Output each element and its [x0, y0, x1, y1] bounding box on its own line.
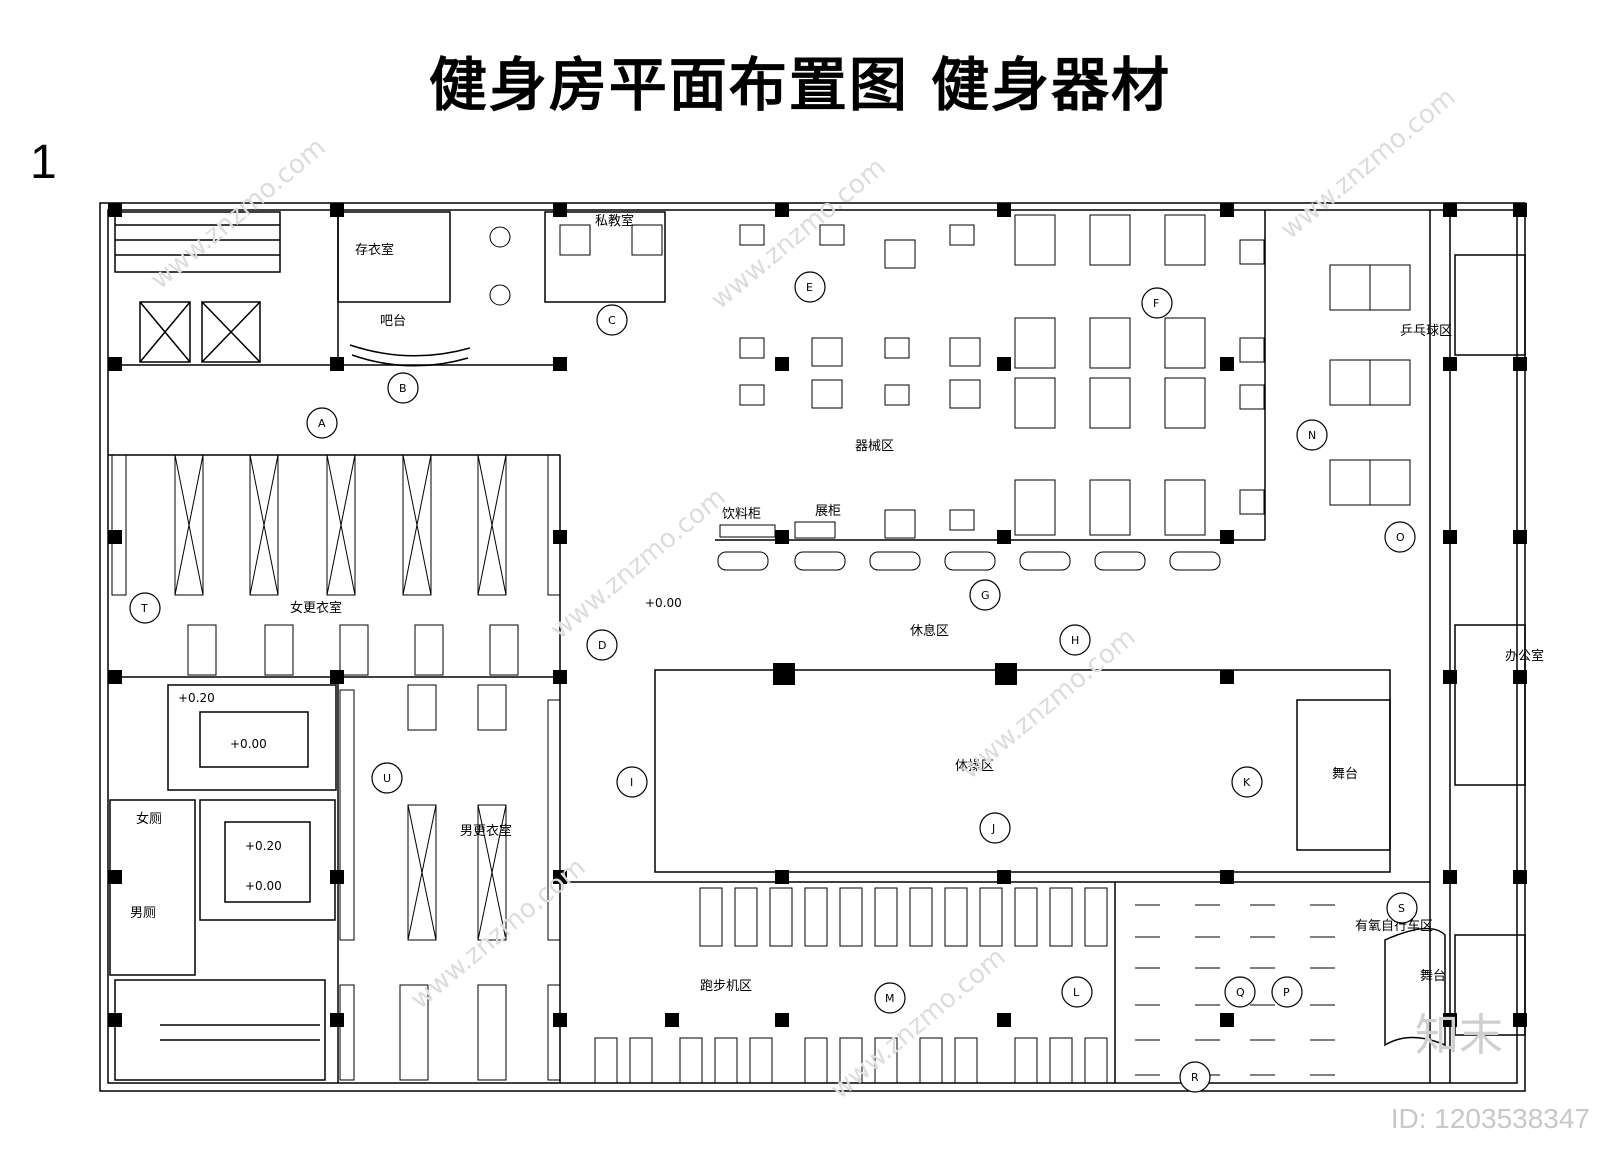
svg-text:U: U [383, 772, 391, 785]
level-mark: +0.00 [245, 879, 282, 893]
label-men-toilet: 男厕 [130, 906, 156, 921]
watermark-brand: 知末 [1415, 1010, 1503, 1061]
marker-K: K [1231, 766, 1263, 798]
page-title: 健身房平面布置图 健身器材 [428, 51, 1172, 119]
level-mark: +0.00 [645, 596, 682, 610]
marker-A: A [306, 407, 338, 439]
marker-D: D [586, 629, 618, 661]
label-women-locker: 女更衣室 [290, 600, 342, 616]
marker-M: M [874, 982, 906, 1014]
svg-text:M: M [885, 992, 895, 1005]
svg-text:E: E [806, 281, 813, 294]
marker-I: I [616, 766, 648, 798]
svg-text:G: G [981, 589, 990, 602]
marker-H: H [1059, 624, 1091, 656]
marker-N: N [1296, 419, 1328, 451]
label-cycling-zone: 有氧自行车区 [1355, 918, 1433, 934]
level-mark: +0.20 [178, 691, 215, 705]
marker-Q: Q [1224, 976, 1256, 1008]
view-markers: A B C D E F G H I J K L M N O P Q R S T … [129, 271, 1418, 1093]
marker-C: C [596, 304, 628, 336]
svg-text:A: A [318, 417, 326, 430]
label-treadmill-zone: 跑步机区 [700, 979, 752, 994]
marker-S: S [1386, 892, 1418, 924]
label-stage: 舞台 [1332, 767, 1358, 782]
svg-text:www.znzmo.com: www.znzmo.com [405, 852, 591, 1015]
svg-text:K: K [1243, 776, 1251, 789]
marker-P: P [1271, 976, 1303, 1008]
marker-O: O [1384, 521, 1416, 553]
locker-rows [111, 454, 561, 1081]
watermark-text: www.znzmo.com www.znzmo.com www.znzmo.co… [145, 82, 1461, 1105]
label-equipment-zone: 器械区 [855, 439, 894, 454]
marker-F: F [1141, 287, 1173, 319]
label-men-locker: 男更衣室 [460, 823, 512, 839]
building-outline [99, 202, 1526, 1092]
svg-text:R: R [1191, 1071, 1199, 1084]
marker-U: U [371, 762, 403, 794]
level-mark: +0.20 [245, 839, 282, 853]
marker-R: R [1179, 1061, 1211, 1093]
marker-J: J [979, 812, 1011, 844]
svg-text:www.znzmo.com: www.znzmo.com [145, 132, 331, 295]
label-aerobics: 体操区 [955, 758, 994, 774]
marker-G: G [969, 579, 1001, 611]
svg-text:D: D [598, 639, 606, 652]
svg-text:H: H [1071, 634, 1079, 647]
label-office: 办公室 [1505, 648, 1544, 664]
label-beverage-cabinet: 饮料柜 [722, 507, 761, 522]
marker-L: L [1061, 976, 1093, 1008]
svg-text:Q: Q [1236, 986, 1245, 999]
svg-text:T: T [140, 602, 148, 615]
label-rest-zone: 休息区 [910, 623, 949, 639]
svg-text:www.znzmo.com: www.znzmo.com [955, 622, 1141, 785]
svg-text:F: F [1153, 297, 1159, 310]
fitness-equipment [489, 214, 1411, 571]
svg-text:O: O [1396, 531, 1405, 544]
label-display-cabinet: 展柜 [815, 504, 841, 519]
label-storage: 存衣室 [355, 242, 394, 258]
id-label: ID: 1203538347 [1390, 1103, 1590, 1134]
marker-E: E [794, 271, 826, 303]
label-stage-2: 舞台 [1420, 969, 1446, 984]
room-labels: 存衣室 吧台 私教室 器械区 饮料柜 展柜 乒乓球区 女更衣室 休息区 办公室 … [130, 213, 1544, 994]
label-women-toilet: 女厕 [136, 811, 162, 827]
marker-T: T [129, 592, 161, 624]
svg-text:www.znzmo.com: www.znzmo.com [825, 942, 1011, 1105]
label-private-class: 私教室 [595, 213, 634, 229]
svg-text:L: L [1073, 986, 1080, 999]
sheet-number: 1 [30, 136, 57, 189]
columns [108, 203, 1527, 1027]
bikes [1135, 904, 1335, 1076]
label-pingpong: 乒乓球区 [1400, 324, 1452, 339]
svg-text:C: C [608, 314, 616, 327]
svg-text:J: J [991, 822, 995, 835]
svg-text:P: P [1283, 986, 1290, 999]
marker-B: B [387, 372, 419, 404]
level-mark: +0.00 [230, 737, 267, 751]
svg-text:B: B [399, 382, 407, 395]
svg-text:www.znzmo.com: www.znzmo.com [545, 482, 731, 645]
level-marks: +0.00 +0.20 +0.00 +0.20 +0.00 [178, 596, 682, 893]
svg-text:I: I [630, 776, 633, 789]
svg-text:S: S [1398, 902, 1405, 915]
svg-text:www.znzmo.com: www.znzmo.com [1275, 82, 1461, 245]
treadmills [594, 887, 1108, 1084]
label-bar: 吧台 [380, 314, 406, 329]
svg-text:N: N [1308, 429, 1316, 442]
